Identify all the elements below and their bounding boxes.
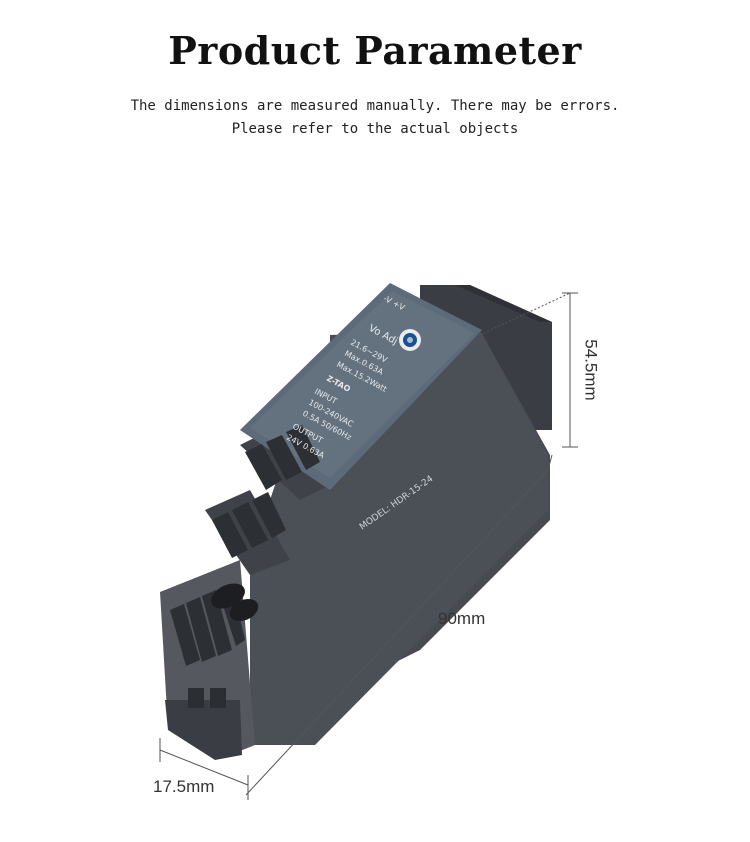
measurement-note: The dimensions are measured manually. Th…	[130, 98, 620, 114]
height-dimension: 54.5mm	[581, 339, 601, 401]
measurement-note-continued: Please refer to the actual objects	[231, 121, 519, 137]
power-supply-body: -V +V Vo Adj 21.6~29V Max.0.63A Max.15.2…	[160, 283, 552, 760]
page-title: Product Parameter	[168, 28, 582, 73]
width-dimension: 17.5mm	[153, 777, 215, 796]
length-dimension: 90mm	[438, 609, 486, 628]
dimension-lines	[159, 292, 578, 800]
